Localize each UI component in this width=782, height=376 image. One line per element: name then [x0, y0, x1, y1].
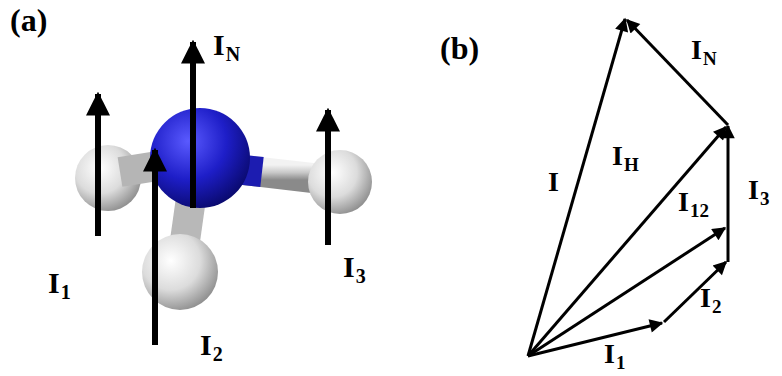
vector-symbol: I: [48, 268, 60, 298]
subscript: 2: [213, 344, 223, 364]
vector-symbol: I: [612, 142, 623, 170]
panel-label: (b): [440, 32, 479, 64]
ammonia-molecule: [75, 42, 372, 345]
vector-symbol: I: [748, 176, 759, 204]
subscript: N: [226, 44, 240, 64]
subscript: 2: [712, 297, 722, 316]
vector-arrow: [528, 323, 662, 356]
vector-symbol: I: [213, 30, 225, 60]
vector-arrow: [325, 110, 331, 245]
panel-label: (a): [10, 4, 47, 36]
vector-symbol: I: [604, 340, 615, 368]
subscript: 1: [61, 282, 71, 302]
vector-arrow: [727, 126, 730, 262]
subscript: 1: [616, 353, 626, 372]
vector-arrow: [627, 20, 728, 125]
vector-arrow: [528, 19, 625, 356]
vector-arrow: [528, 127, 726, 356]
vector-symbol: I: [200, 330, 212, 360]
vector-symbol: I: [678, 188, 689, 216]
subscript: 3: [356, 266, 366, 286]
subscript: 12: [690, 201, 709, 220]
vector-arrow: [528, 228, 725, 356]
vector-symbol: I: [700, 284, 711, 312]
hydrogen-atom: [308, 150, 372, 214]
vector-arrow: [152, 150, 158, 345]
vector-symbol: I: [548, 168, 559, 196]
vector-diagram: [528, 19, 728, 356]
subscript: H: [624, 155, 639, 174]
vector-arrow: [190, 42, 196, 208]
vector-symbol: I: [691, 36, 702, 64]
subscript: N: [703, 49, 717, 68]
nitrogen-atom: [150, 108, 250, 208]
vector-arrow: [664, 262, 726, 322]
subscript: 3: [760, 189, 770, 208]
vector-symbol: I: [343, 252, 355, 282]
vector-arrow: [95, 94, 101, 236]
